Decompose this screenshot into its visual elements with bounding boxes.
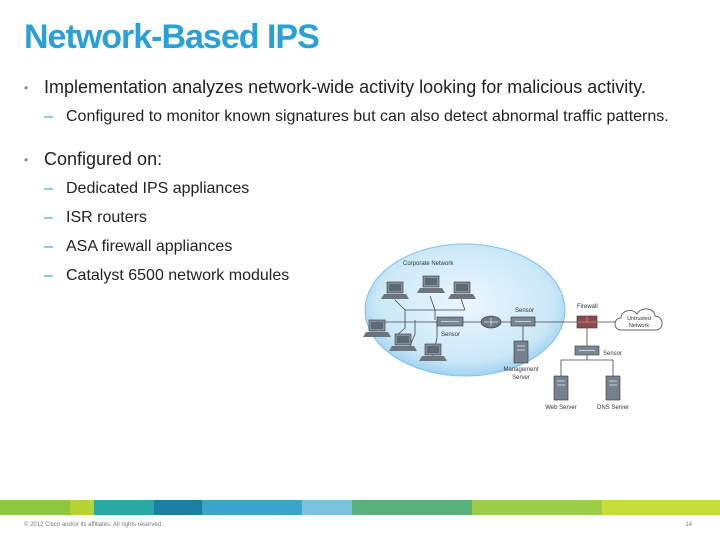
pc-icon xyxy=(381,281,409,299)
management-server-label: Management xyxy=(503,367,538,373)
untrusted-network-label: Untrusted xyxy=(627,316,651,322)
sub-bullet-item: – Dedicated IPS appliances xyxy=(44,179,700,199)
untrusted-network-label: Network xyxy=(629,323,649,329)
server-icon xyxy=(553,375,569,401)
sensor-switch-icon xyxy=(574,345,600,356)
network-diagram: Corporate Network xyxy=(363,243,663,411)
dash-icon: – xyxy=(44,180,53,197)
footer-bar-segment xyxy=(154,500,202,515)
web-server-label: Web Server xyxy=(545,405,577,411)
footer-bar-segment xyxy=(472,500,602,515)
management-server-label: Server xyxy=(512,375,530,381)
bullet-item: • Implementation analyzes network-wide a… xyxy=(24,76,700,99)
pc-icon xyxy=(417,275,445,293)
footer-bar-segment xyxy=(94,500,154,515)
server-icon xyxy=(605,375,621,401)
sub-bullet-text: ASA firewall appliances xyxy=(66,238,233,255)
router-icon xyxy=(480,315,502,329)
footer-bar-segment xyxy=(602,500,720,515)
sub-bullet-item: – Configured to monitor known signatures… xyxy=(44,107,700,127)
sub-bullet-text: Dedicated IPS appliances xyxy=(66,180,250,197)
server-icon xyxy=(513,340,529,364)
slide-title: Network-Based IPS xyxy=(24,18,320,56)
sensor-switch-icon xyxy=(510,316,536,327)
bullet-dot-icon: • xyxy=(24,153,29,167)
footer-bar-segment xyxy=(70,500,94,515)
dash-icon: – xyxy=(44,238,53,255)
sensor-switch-icon xyxy=(436,316,464,327)
footer-bar-segment xyxy=(352,500,472,515)
sensor-left-label: Sensor xyxy=(441,332,460,338)
pc-icon xyxy=(389,333,417,351)
dash-icon: – xyxy=(44,108,53,125)
sub-bullet-item: – ISR routers xyxy=(44,208,700,228)
firewall-icon xyxy=(576,315,598,329)
sub-bullet-item: – ASA firewall appliances xyxy=(44,237,700,257)
firewall-label: Firewall xyxy=(577,304,598,310)
dns-server-label: DNS Server xyxy=(597,405,629,411)
pc-icon xyxy=(363,319,391,337)
footer-bar-segment xyxy=(0,500,70,515)
footer-bar-segment xyxy=(302,500,352,515)
page-number: 14 xyxy=(685,522,692,528)
footer-bar-segment xyxy=(202,500,302,515)
dash-icon: – xyxy=(44,209,53,226)
sub-bullet-text: Configured to monitor known signatures b… xyxy=(66,108,669,125)
pc-icon xyxy=(419,343,447,361)
bullet-list: • Implementation analyzes network-wide a… xyxy=(24,76,700,295)
dash-icon: – xyxy=(44,267,53,284)
footer-color-bar xyxy=(0,500,720,515)
cloud-icon xyxy=(614,308,663,331)
pc-icon xyxy=(448,281,476,299)
bullet-item: • Configured on: xyxy=(24,148,700,171)
copyright-text: © 2012 Cisco and/or its affiliates. All … xyxy=(24,522,163,528)
corporate-network-label: Corporate Network xyxy=(403,261,454,267)
sub-bullet-item: – Catalyst 6500 network modules xyxy=(44,266,700,286)
bullet-text: Configured on: xyxy=(44,149,163,169)
bullet-dot-icon: • xyxy=(24,81,29,95)
sensor-top-label: Sensor xyxy=(515,308,534,314)
bullet-text: Implementation analyzes network-wide act… xyxy=(44,77,646,97)
sensor-right-label: Sensor xyxy=(603,351,622,357)
sub-bullet-text: Catalyst 6500 network modules xyxy=(66,267,290,284)
sub-bullet-text: ISR routers xyxy=(66,209,147,226)
